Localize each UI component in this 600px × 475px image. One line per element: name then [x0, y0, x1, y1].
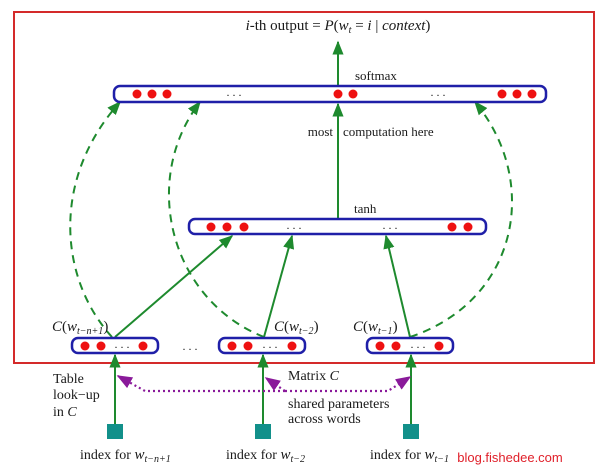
softmax-unit: [333, 89, 343, 99]
softmax-label: softmax: [355, 68, 397, 83]
softmax-layer: . . . . . .: [112, 84, 548, 104]
skip-connection-1: [69, 100, 121, 338]
input-index-box-2: [255, 424, 271, 439]
embedding-label-3: C(wt−1): [353, 319, 398, 337]
tanh-unit: [222, 222, 232, 232]
watermark-link[interactable]: blog.fishedee.com: [457, 450, 563, 465]
computation-note-right: computation here: [343, 124, 434, 139]
embedding-unit: [287, 341, 297, 351]
softmax-unit: [162, 89, 172, 99]
embedding-ellipsis: . . .: [263, 337, 278, 351]
embedding-unit: [243, 341, 253, 351]
tanh-unit: [239, 222, 249, 232]
embedding-ellipsis: . . .: [411, 337, 426, 351]
input-label-3: index for wt−1: [370, 447, 449, 465]
tanh-layer: . . . . . .: [187, 217, 488, 236]
embedding-unit: [138, 341, 148, 351]
softmax-unit: [512, 89, 522, 99]
softmax-ellipsis-left: . . .: [227, 85, 242, 99]
tanh-ellipsis-right: . . .: [383, 218, 398, 232]
shared-param-arrow-2: [264, 377, 286, 392]
softmax-unit: [348, 89, 358, 99]
shared-param-arrow-3: [285, 376, 412, 393]
tanh-unit: [463, 222, 473, 232]
softmax-unit: [147, 89, 157, 99]
input-index-box-3: [403, 424, 419, 439]
skip-connection-2: [168, 100, 265, 338]
embeddings-between-ellipsis: . . .: [183, 339, 198, 353]
tanh-label: tanh: [354, 201, 377, 216]
output-formula: i-th output = P(wt = i | context): [246, 18, 431, 36]
embedding-to-hidden-arrow-2: [263, 234, 295, 338]
input-label-2: index for wt−2: [226, 447, 305, 465]
computation-note-left: most: [308, 124, 334, 139]
softmax-unit: [527, 89, 537, 99]
embedding-label-1: C(wt−n+1): [52, 319, 108, 337]
table-lookup-note: Table look−up in C: [53, 372, 103, 420]
embedding-to-hidden-arrow-3: [383, 234, 411, 338]
embedding-label-2: C(wt−2): [274, 319, 319, 337]
embedding-unit: [227, 341, 237, 351]
softmax-ellipsis-right: . . .: [431, 85, 446, 99]
embedding-unit: [375, 341, 385, 351]
embedding-unit: [80, 341, 90, 351]
embedding-unit: [96, 341, 106, 351]
embedding-box-3: . . .: [365, 336, 455, 355]
embedding-box-1: . . .: [70, 336, 160, 355]
input-label-1: index for wt−n+1: [80, 447, 171, 465]
softmax-unit: [497, 89, 507, 99]
embedding-unit: [391, 341, 401, 351]
matrix-c-note: Matrix C shared parameters across words: [288, 369, 393, 427]
input-index-box-1: [107, 424, 123, 439]
embedding-to-hidden-arrow-1: [114, 235, 234, 338]
model-frame: [13, 11, 595, 364]
tanh-ellipsis-left: . . .: [287, 218, 302, 232]
softmax-unit: [132, 89, 142, 99]
skip-connection-3: [409, 100, 513, 338]
embedding-box-2: . . .: [217, 336, 307, 355]
embedding-unit: [434, 341, 444, 351]
tanh-unit: [206, 222, 216, 232]
tanh-unit: [447, 222, 457, 232]
embedding-ellipsis: . . .: [115, 337, 130, 351]
shared-param-arrow-1: [116, 375, 285, 393]
